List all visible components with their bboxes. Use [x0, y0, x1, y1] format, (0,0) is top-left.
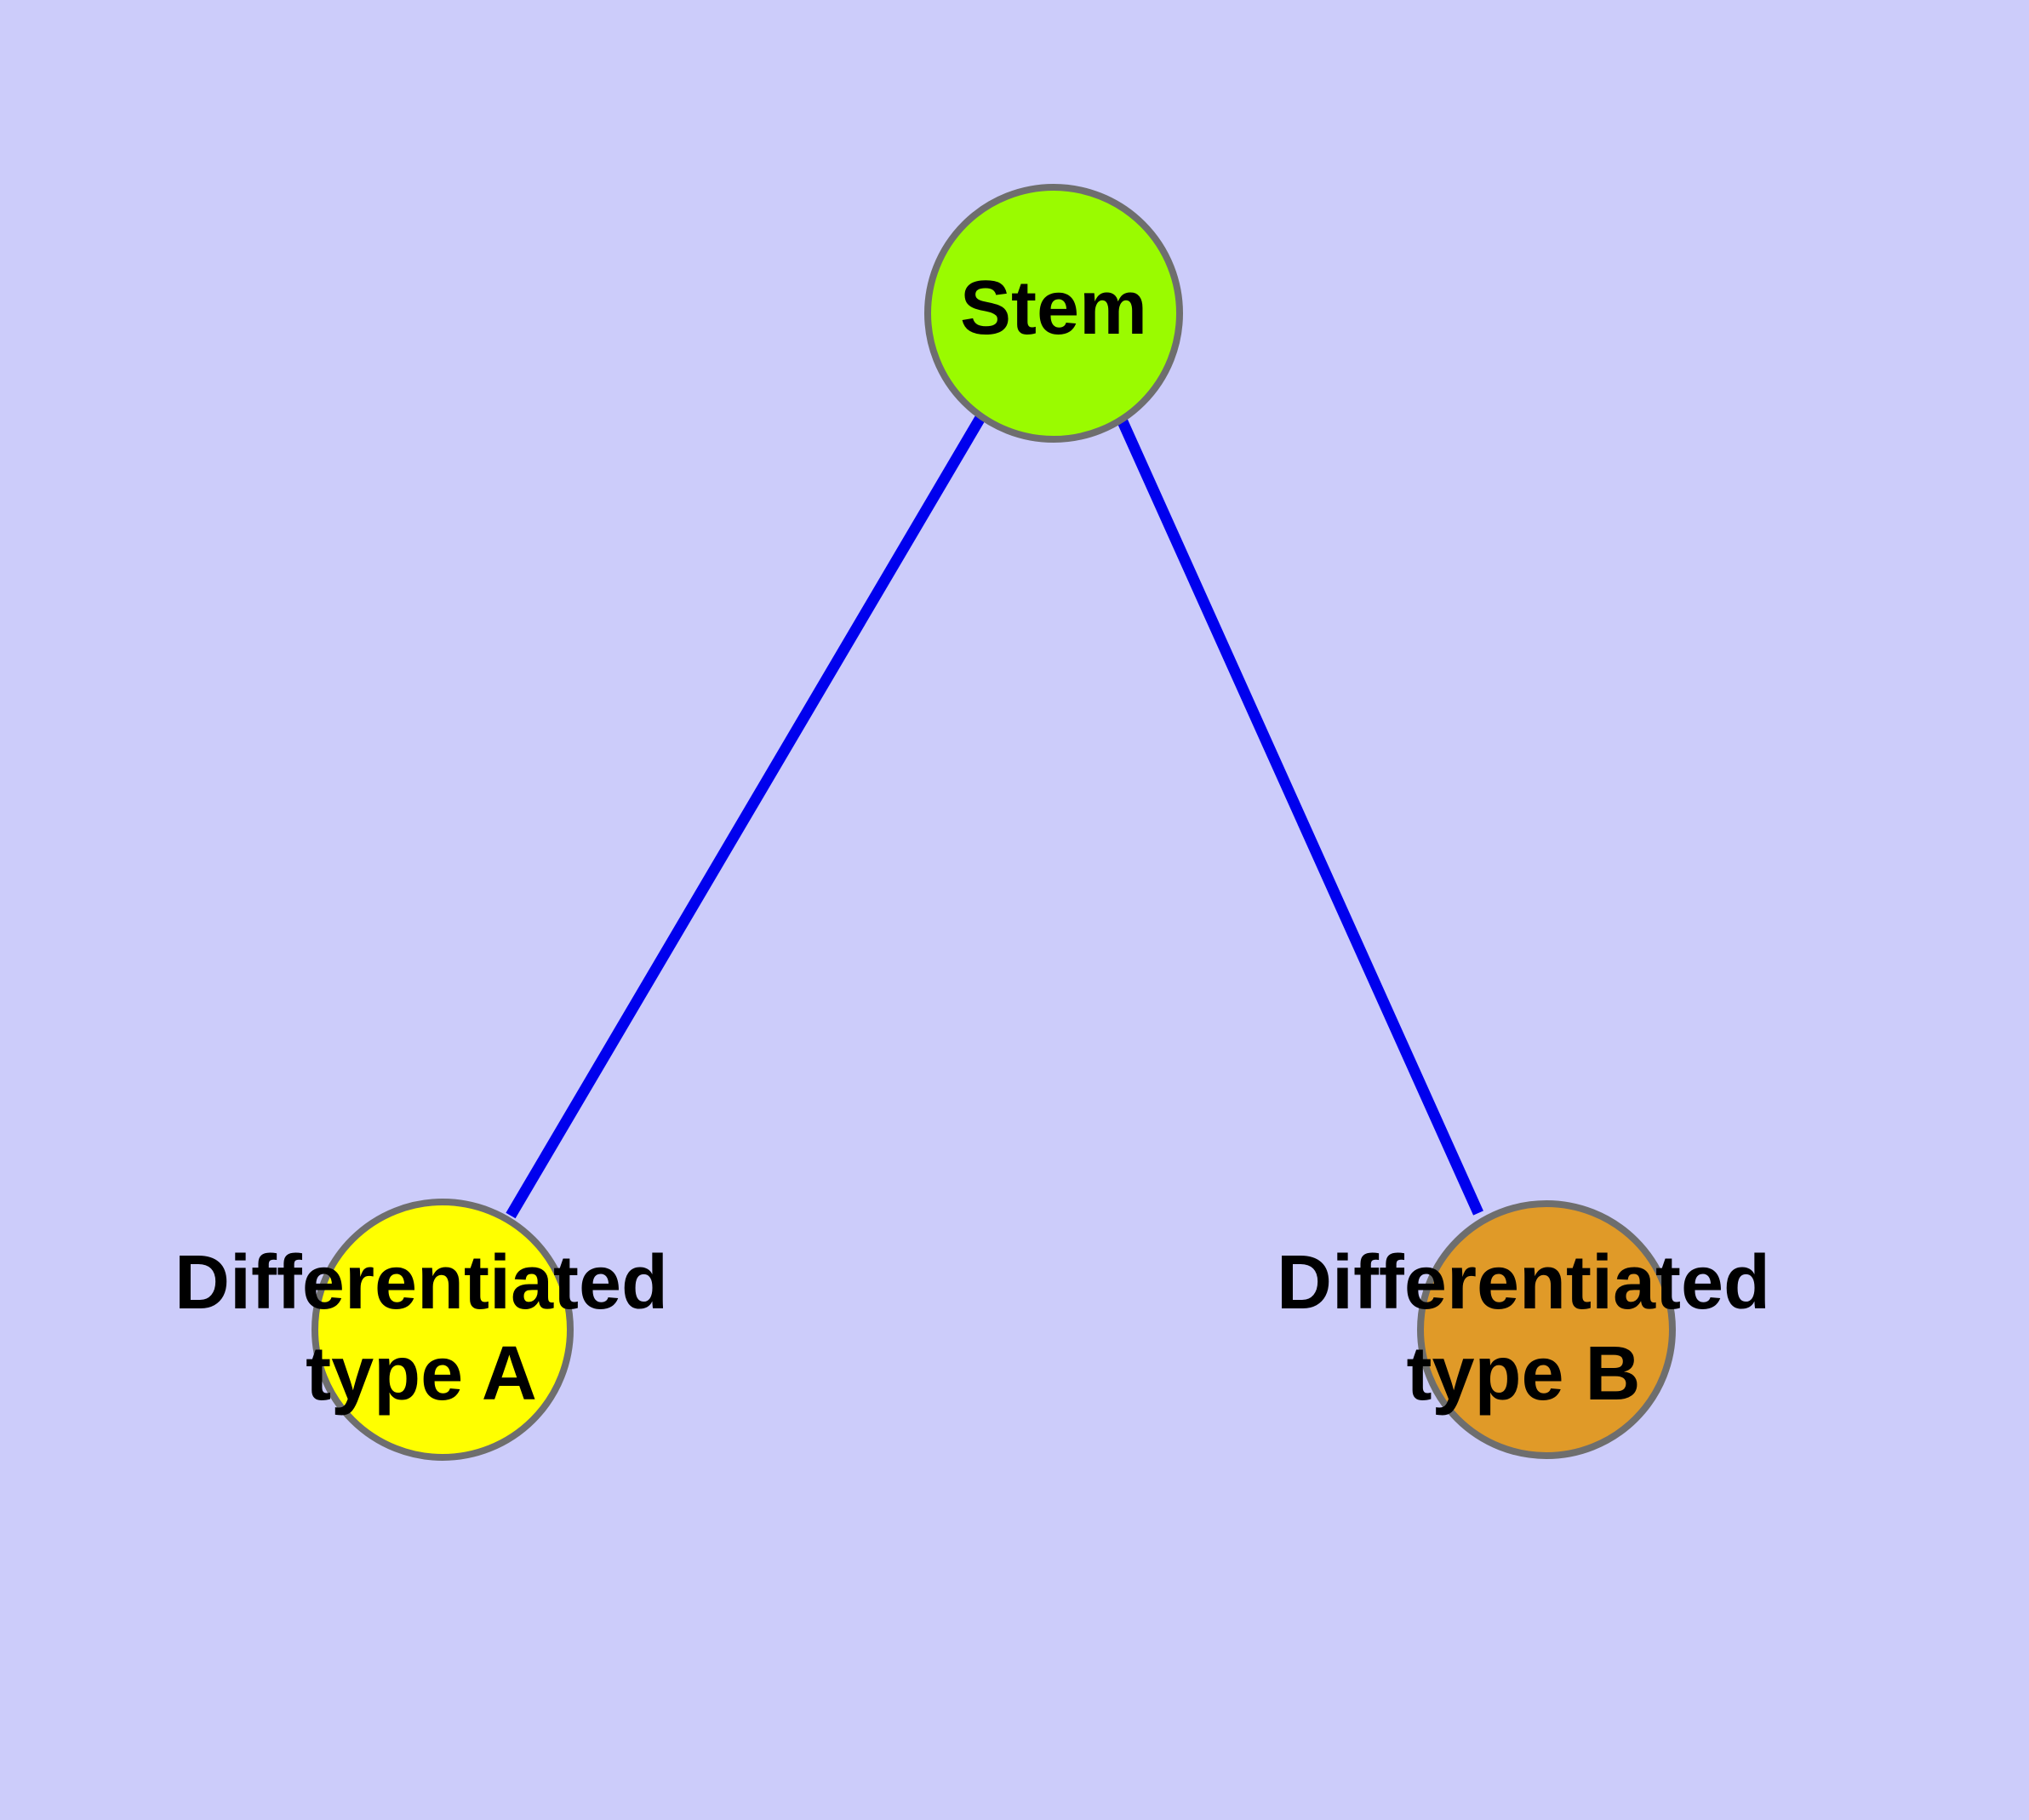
- edge-stem-to-differentiated-type-a[interactable]: [506, 413, 986, 1219]
- node-stem[interactable]: [924, 184, 1183, 443]
- node-label-differentiated-type-b-line1: Differentiated: [1277, 1240, 1770, 1325]
- node-label-differentiated-type-b-line2: type B: [1406, 1331, 1640, 1417]
- node-differentiated-type-a[interactable]: [311, 1199, 574, 1461]
- node-label-differentiated-type-a-line1: Differentiated: [174, 1240, 668, 1325]
- nodes-layer: [311, 184, 1676, 1461]
- edge-stem-to-differentiated-type-b[interactable]: [1117, 417, 1483, 1216]
- node-label-stem: Stem: [960, 266, 1147, 351]
- edges-layer: [506, 413, 1483, 1219]
- node-differentiated-type-b[interactable]: [1417, 1200, 1676, 1459]
- labels-layer: Stem Differentiated type A Differentiate…: [174, 266, 1770, 1417]
- node-label-differentiated-type-a-line2: type A: [306, 1331, 537, 1417]
